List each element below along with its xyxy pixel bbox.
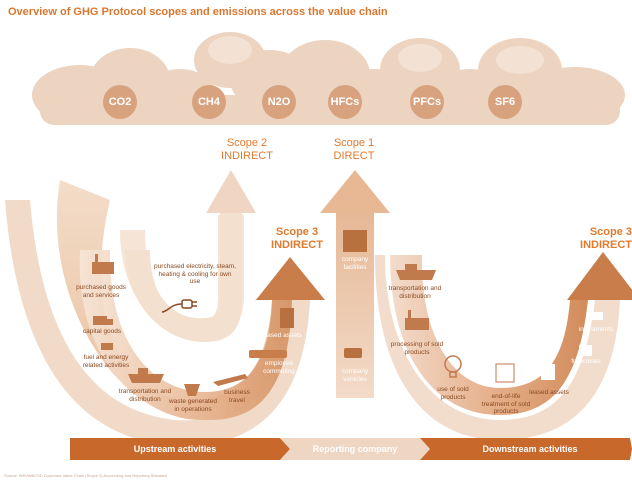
electricity-label: purchased electricity, steam, heating & … xyxy=(154,263,236,285)
gas-sf6: SF6 xyxy=(494,96,516,108)
recycle-icon xyxy=(495,363,515,383)
truck-icon xyxy=(93,316,113,325)
facility-icon xyxy=(343,230,367,252)
capital-goods-label: capital goods xyxy=(82,328,122,335)
car-icon xyxy=(344,348,362,358)
store-icon xyxy=(579,345,592,356)
fuel-energy-label: fuel and energy related activities xyxy=(82,354,130,369)
gas-ch4: CH4 xyxy=(197,96,220,108)
purchased-goods-label: purchased goods and services xyxy=(76,284,126,299)
waste-label: waste generated in operations xyxy=(168,398,218,413)
investments-label: investments xyxy=(578,326,614,333)
scope1-name: Scope 1 xyxy=(333,137,375,149)
ship-icon xyxy=(128,368,164,383)
money-icon xyxy=(589,312,603,320)
scope3-downstream-label: Scope 3 INDIRECT xyxy=(572,226,632,252)
gas-n2o: N2O xyxy=(267,96,291,108)
downstream-leased-assets-label: leased assets xyxy=(529,389,569,396)
plane-icon xyxy=(213,374,248,386)
gas-hfcs: HFCs xyxy=(330,96,360,108)
gas-pfcs: PFCs xyxy=(412,96,442,108)
leased-building-icon xyxy=(541,364,555,380)
scope2-type: INDIRECT xyxy=(221,150,273,162)
scope1-type: DIRECT xyxy=(333,150,375,162)
upstream-activities-band: Upstream activities xyxy=(133,444,217,454)
end-of-life-label: end-of-life treatment of sold products xyxy=(481,393,531,415)
scope2-label: Scope 2 INDIRECT xyxy=(206,137,288,163)
scope3-upstream-type: INDIRECT xyxy=(271,239,323,251)
factory-icon-downstream xyxy=(405,310,429,330)
company-facilities-label: company facilities xyxy=(341,256,369,271)
business-travel-label: business travel xyxy=(224,389,250,404)
source-footnote: Source: WRI/WBCSD Corporate Value Chain … xyxy=(4,473,167,478)
fuel-icon xyxy=(101,343,113,350)
upstream-leased-assets-label: leased assets xyxy=(262,332,302,339)
diagram-title: Overview of GHG Protocol scopes and emis… xyxy=(8,6,388,18)
upstream-transportation-label: transportation and distribution xyxy=(118,388,172,403)
waste-icon xyxy=(184,384,200,396)
scope3-downstream-type: INDIRECT xyxy=(580,239,632,251)
train-icon xyxy=(249,350,287,358)
processing-label: processing of sold products xyxy=(390,341,444,356)
ship-icon-downstream xyxy=(396,264,436,280)
reporting-company-band: Reporting company xyxy=(312,444,398,454)
downstream-activities-band: Downstream activities xyxy=(482,444,578,454)
downstream-transportation-label: transportation and distribution xyxy=(388,285,442,300)
scope3-upstream-name: Scope 3 xyxy=(275,226,319,238)
use-of-sold-products-label: use of sold products xyxy=(437,386,469,401)
employee-commuting-label: employee commuting xyxy=(263,360,295,375)
bulb-icon xyxy=(444,355,462,378)
building-icon xyxy=(280,308,294,328)
scope3-upstream-label: Scope 3 INDIRECT xyxy=(262,226,332,252)
plug-icon xyxy=(161,299,197,313)
gas-co2: CO2 xyxy=(108,96,132,108)
company-vehicles-label: company vehicles xyxy=(341,368,369,383)
scope2-name: Scope 2 xyxy=(226,137,268,149)
franchises-label: franchises xyxy=(571,358,601,365)
scope1-label: Scope 1 DIRECT xyxy=(318,137,390,163)
factory-icon xyxy=(92,254,114,274)
scope3-downstream-name: Scope 3 xyxy=(589,226,632,238)
